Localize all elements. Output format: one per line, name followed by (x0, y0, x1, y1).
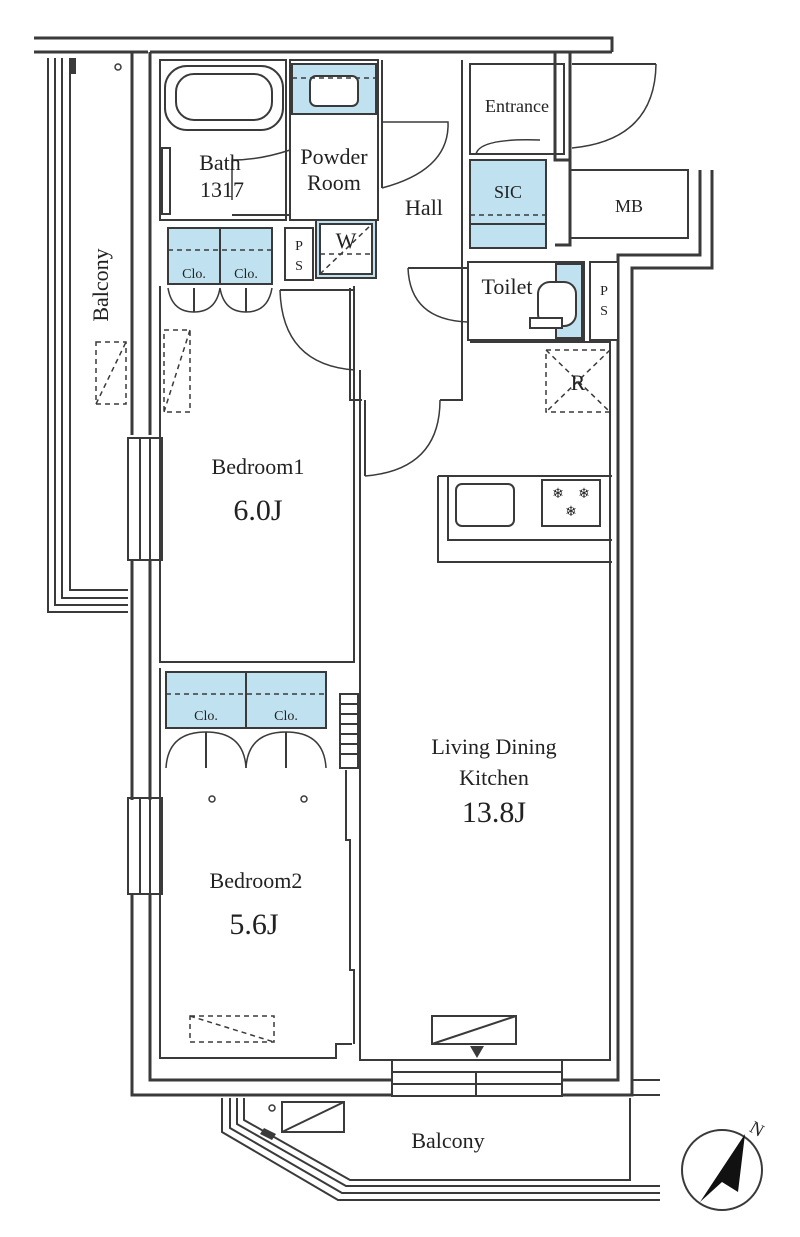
powder-room-label-1: Powder (300, 144, 368, 169)
kitchen-counter: ❄ ❄ ❄ (437, 475, 612, 563)
powder-room-label-2: Room (307, 170, 361, 195)
mb-area (569, 169, 689, 239)
ps-label-right-p: P (600, 284, 608, 299)
bedroom2-label: Bedroom2 (210, 868, 303, 893)
hall-area (279, 60, 469, 477)
balcony-bottom (221, 1098, 660, 1201)
burner-1-icon: ❄ (552, 487, 564, 502)
balcony-bottom-label: Balcony (411, 1128, 484, 1153)
toilet-area (467, 261, 619, 341)
powder-room-area (284, 59, 379, 281)
balcony-left (47, 58, 128, 613)
hall-label: Hall (405, 195, 443, 220)
toilet-label: Toilet (481, 274, 532, 299)
compass-icon (681, 1129, 763, 1211)
entrance-area (469, 63, 657, 249)
balcony-left-label: Balcony (88, 248, 113, 321)
outer-walls (34, 36, 714, 1097)
ps-label-left-p: P (295, 239, 303, 254)
entrance-label: Entrance (485, 96, 549, 116)
washer-label: W (336, 228, 357, 253)
bedroom1-area (127, 227, 355, 663)
bath-size: 1317 (200, 177, 244, 202)
closet-label-2: Clo. (234, 267, 258, 282)
mb-label: MB (615, 196, 643, 216)
bedroom2-size: 5.6J (229, 908, 279, 941)
closet-label-3: Clo. (194, 709, 218, 724)
burner-3-icon: ❄ (565, 505, 577, 520)
ldk-area (359, 341, 611, 1097)
closet-label-1: Clo. (182, 267, 206, 282)
bath-label: Bath (199, 150, 241, 175)
refrigerator-label: R (571, 370, 586, 395)
ldk-label-2: Kitchen (459, 765, 529, 790)
sic-label: SIC (494, 182, 522, 202)
ldk-size: 13.8J (462, 796, 527, 829)
ldk-label-1: Living Dining (431, 734, 556, 759)
closet-label-4: Clo. (274, 709, 298, 724)
bedroom1-label: Bedroom1 (212, 454, 305, 479)
bath-area (159, 59, 291, 221)
ps-label-left-s: S (295, 259, 303, 274)
compass-north-label: N (746, 1117, 767, 1141)
burner-2-icon: ❄ (578, 487, 590, 502)
bedroom2-area (127, 668, 359, 1059)
bedroom1-size: 6.0J (233, 494, 283, 527)
ps-label-right-s: S (600, 304, 608, 319)
